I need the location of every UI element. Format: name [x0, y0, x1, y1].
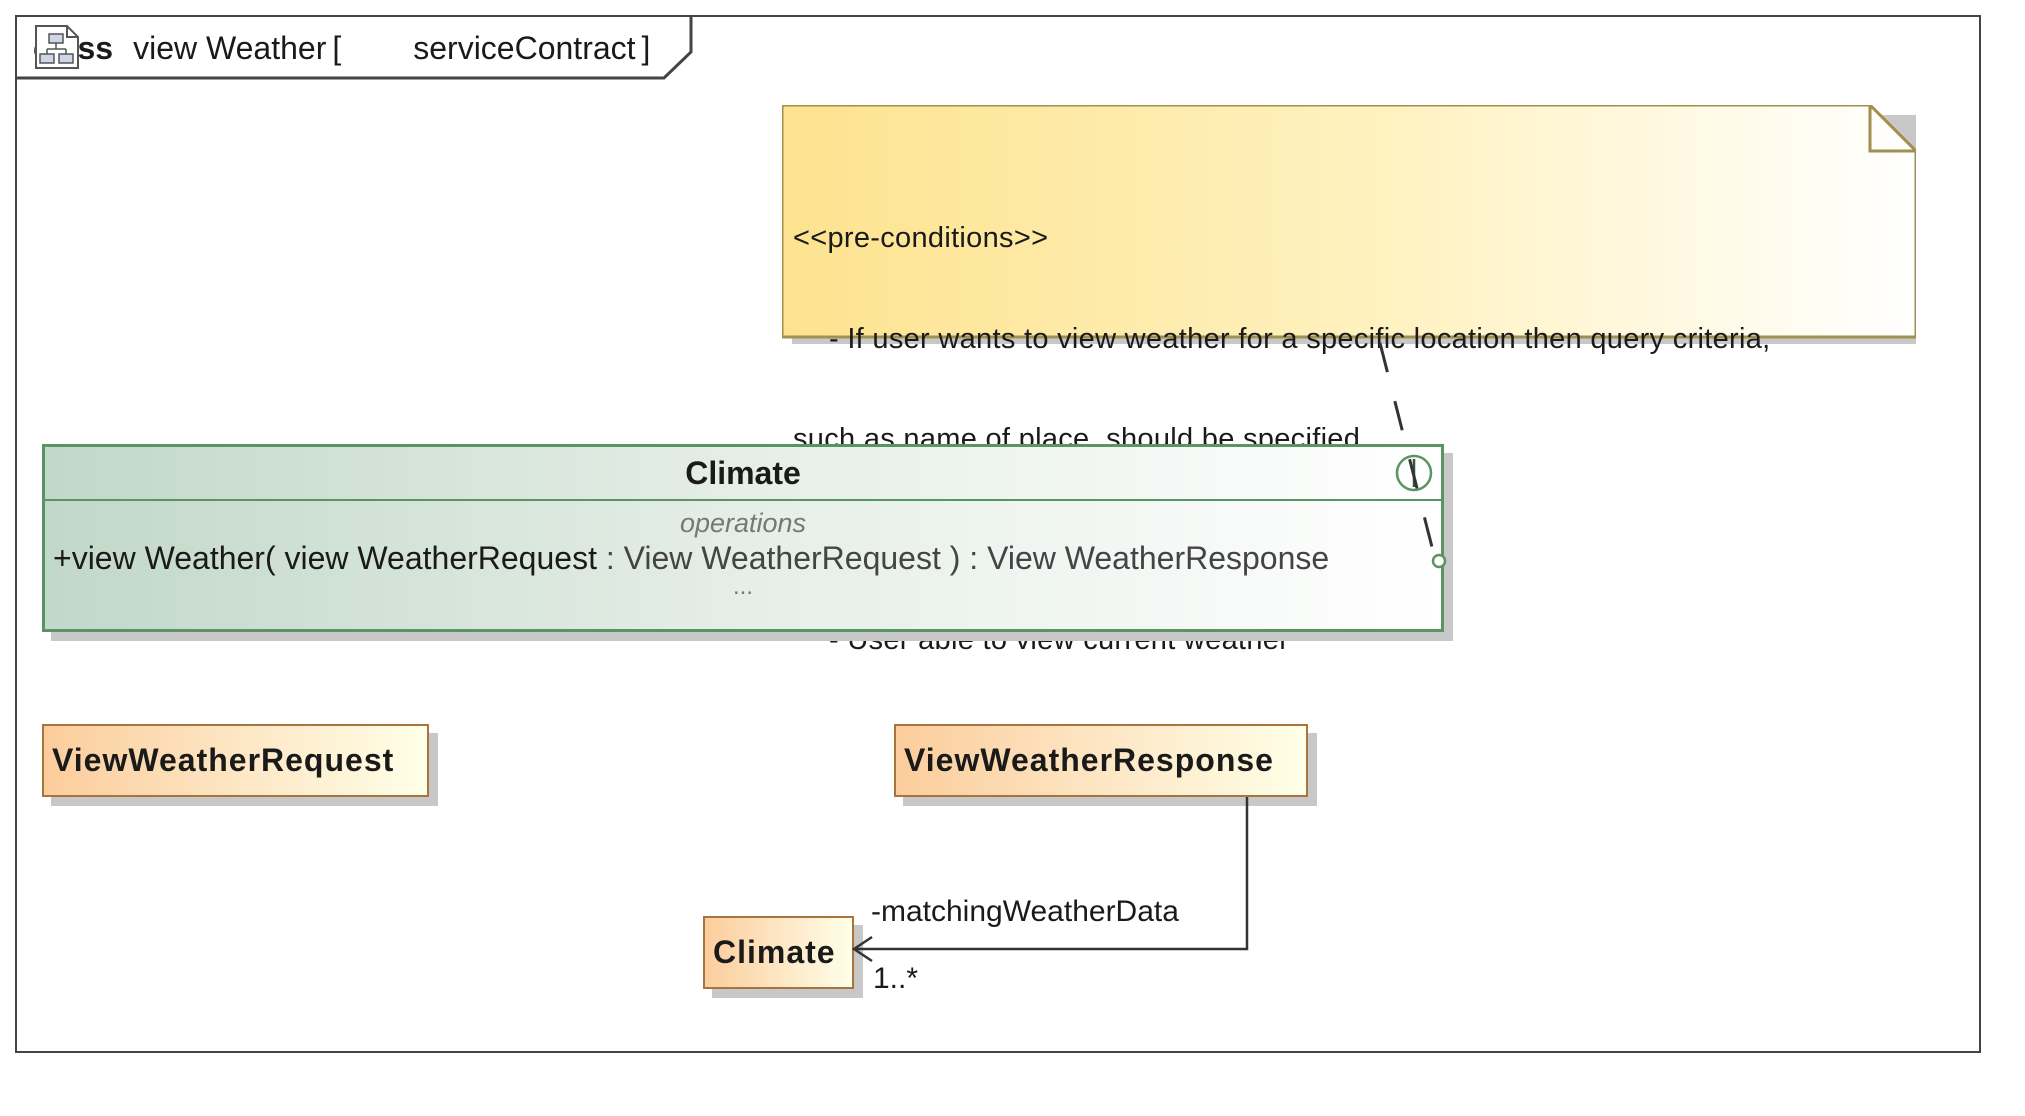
diagram-icon [35, 24, 403, 72]
frame-diagram-name: view Weather [133, 29, 327, 66]
note-text: <<pre-conditions>> - If user wants to vi… [793, 155, 1856, 725]
class-name: Climate [713, 934, 836, 970]
note-line: - If user wants to view weather for a sp… [829, 322, 1771, 355]
constraint-note[interactable]: <<pre-conditions>> - If user wants to vi… [782, 105, 1916, 656]
operations-section-label: operations [679, 508, 807, 538]
association-multiplicity-label: 1..* [873, 962, 919, 995]
frame-close-bracket: ] [641, 29, 651, 66]
frame-open-bracket: [ [332, 29, 342, 66]
operation-param-type: : View WeatherRequest ) : View WeatherRe… [605, 540, 1330, 576]
frame-title: class view Weather [ serviceContract ] [33, 23, 656, 73]
frame-context: serviceContract [413, 29, 636, 66]
climate-interface[interactable]: Climate operations +view Weather( view W… [42, 444, 1444, 632]
more-operations-ellipsis: ... [732, 573, 753, 600]
class-name: ViewWeatherRequest [52, 742, 395, 778]
interface-icon [1394, 453, 1434, 493]
class-view-weather-response[interactable]: ViewWeatherResponse [894, 724, 1308, 797]
class-view-weather-request[interactable]: ViewWeatherRequest [42, 724, 429, 797]
operation-view-weather[interactable]: +view Weather( view WeatherRequest : Vie… [45, 539, 1441, 577]
operation-param-name: view WeatherRequest [284, 540, 597, 576]
association-role-label: -matchingWeatherData [871, 895, 1179, 928]
interface-name: Climate [685, 454, 801, 491]
class-climate[interactable]: Climate [703, 916, 854, 989]
frame-title-tab: class view Weather [ serviceContract ] [15, 15, 693, 81]
class-name: ViewWeatherResponse [904, 742, 1274, 778]
operation-name: +view Weather( [53, 540, 276, 576]
diagram-frame [15, 15, 1981, 1053]
interface-header: Climate [45, 447, 1441, 501]
note-line: <<pre-conditions>> [793, 222, 1049, 254]
